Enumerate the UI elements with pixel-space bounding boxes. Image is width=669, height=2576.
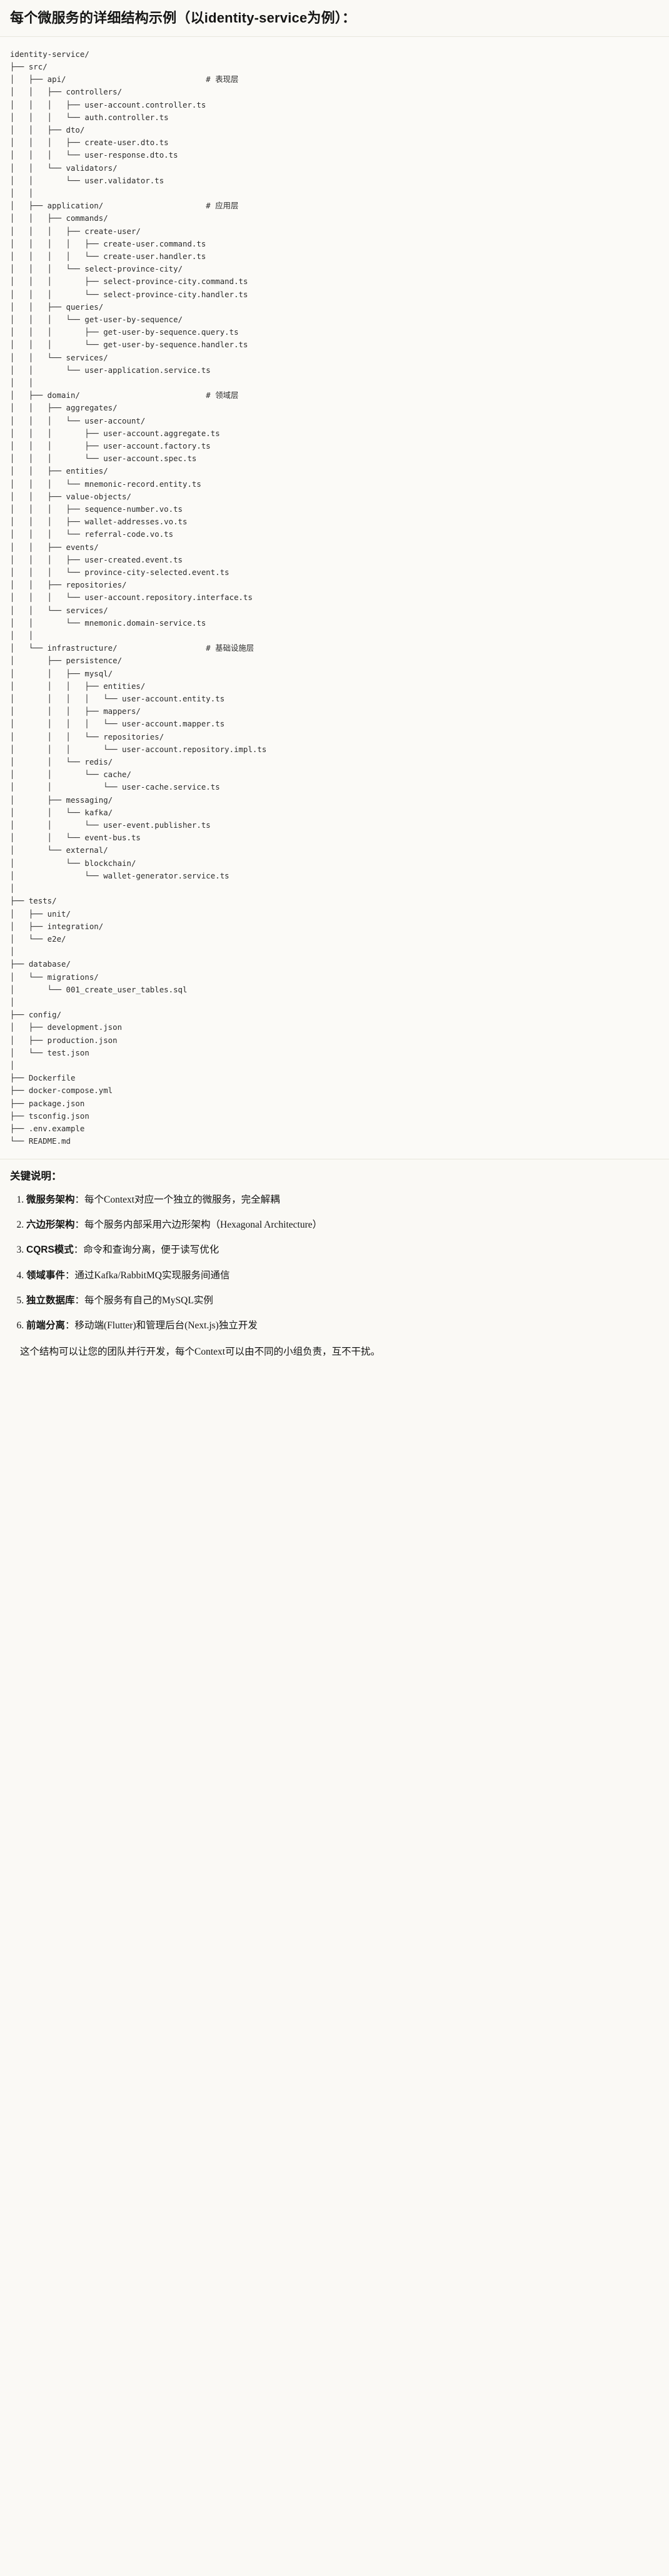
note-text: ：每个Context对应一个独立的微服务，完全解耦 [74, 1194, 280, 1206]
note-label: 六边形架构 [26, 1219, 75, 1231]
document-page: 每个微服务的详细结构示例（以identity-service为例）： ident… [0, 0, 669, 1372]
key-notes-section: 关键说明： 微服务架构：每个Context对应一个独立的微服务，完全解耦 六边形… [0, 1159, 669, 1372]
code-block-directory-tree: identity-service/ ├── src/ │ ├── api/ # … [0, 36, 669, 1159]
title-divider [0, 36, 669, 37]
note-text: ：每个服务有自己的MySQL实例 [74, 1295, 213, 1306]
key-notes-list: 微服务架构：每个Context对应一个独立的微服务，完全解耦 六边形架构：每个服… [10, 1193, 659, 1333]
note-label: 微服务架构 [26, 1194, 75, 1206]
list-item: CQRS模式：命令和查询分离，便于读写优化 [26, 1243, 659, 1258]
list-item: 独立数据库：每个服务有自己的MySQL实例 [26, 1293, 659, 1308]
list-item: 前端分离：移动端(Flutter)和管理后台(Next.js)独立开发 [26, 1318, 659, 1333]
note-text: ：通过Kafka/RabbitMQ实现服务间通信 [65, 1270, 230, 1281]
list-item: 六边形架构：每个服务内部采用六边形架构（Hexagonal Architectu… [26, 1218, 659, 1233]
page-title: 每个微服务的详细结构示例（以identity-service为例）： [10, 10, 356, 26]
key-notes-heading: 关键说明： [10, 1171, 62, 1183]
closing-paragraph: 这个结构可以让您的团队并行开发，每个Context可以由不同的小组负责，互不干扰… [20, 1346, 381, 1357]
note-label: 领域事件 [26, 1270, 66, 1281]
note-text: ：移动端(Flutter)和管理后台(Next.js)独立开发 [65, 1320, 258, 1331]
directory-tree-text: identity-service/ ├── src/ │ ├── api/ # … [10, 49, 267, 1146]
note-text: ：每个服务内部采用六边形架构（Hexagonal Architecture） [74, 1219, 323, 1231]
note-label: 独立数据库 [26, 1295, 75, 1306]
list-item: 领域事件：通过Kafka/RabbitMQ实现服务间通信 [26, 1268, 659, 1283]
note-text: ：命令和查询分离，便于读写优化 [73, 1245, 219, 1256]
list-item: 微服务架构：每个Context对应一个独立的微服务，完全解耦 [26, 1193, 659, 1208]
note-label: CQRS模式 [26, 1245, 74, 1256]
note-label: 前端分离 [26, 1320, 66, 1331]
